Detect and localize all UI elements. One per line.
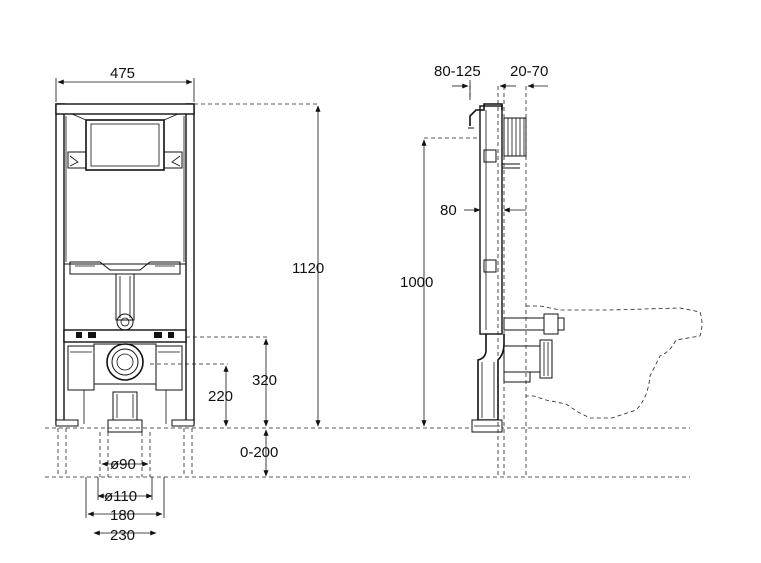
- flush-outlet: [503, 313, 565, 335]
- height-220-label: 220: [208, 388, 233, 405]
- toilet-pan-outline: [526, 305, 703, 419]
- threaded-rod: [503, 117, 527, 157]
- legs: [55, 390, 195, 427]
- adjust-0-200-label: 0-200: [240, 444, 278, 461]
- cistern-bracket: [69, 261, 181, 275]
- top-rail: [55, 103, 195, 115]
- flush-pipe: [115, 273, 135, 331]
- height-1120-label: 1120: [292, 260, 324, 277]
- floor-lines: [45, 427, 690, 478]
- middle-crossbar: [63, 329, 187, 343]
- front-view: [55, 78, 321, 536]
- lower-supports: [67, 343, 183, 391]
- width-475-label: 475: [110, 65, 135, 82]
- leg-extensions: [57, 428, 193, 477]
- width-180-label: 180: [110, 507, 135, 524]
- width-230-label: 230: [110, 527, 135, 544]
- drain-outlet: [503, 339, 553, 383]
- height-320-label: 320: [252, 372, 277, 389]
- diameter-110-label: ø110: [104, 488, 137, 505]
- height-1000-label: 1000: [400, 274, 433, 291]
- drain-connection: [106, 343, 144, 433]
- side-frame: [479, 105, 503, 335]
- flush-opening: [67, 113, 183, 171]
- right-post: [185, 103, 195, 425]
- side-view: [421, 80, 703, 477]
- depth-80-label: 80: [440, 202, 457, 219]
- offset-20-70-label: 20-70: [510, 63, 548, 80]
- diameter-90-label: ø90: [110, 456, 136, 473]
- depth-80-125-label: 80-125: [434, 63, 481, 80]
- left-post: [55, 103, 65, 425]
- cistern-panel: [63, 113, 187, 265]
